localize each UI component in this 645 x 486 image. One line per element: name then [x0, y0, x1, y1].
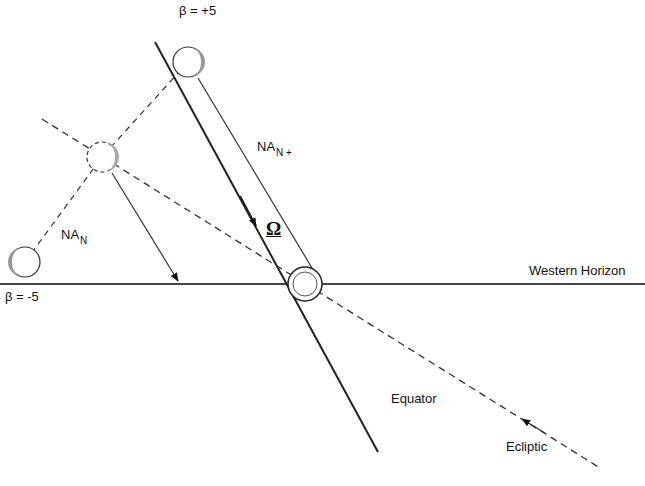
horizon-label: Western Horizon	[528, 264, 627, 278]
equator-label: Equator	[390, 392, 438, 406]
path-subscript: N +	[275, 147, 293, 158]
moon-symbol	[288, 267, 322, 301]
ecliptic-label: Ecliptic	[505, 440, 548, 454]
moon-symbol	[8, 247, 40, 277]
latitude-line	[25, 62, 188, 262]
path-label: NA	[256, 140, 276, 154]
ecliptic-arrow	[522, 419, 545, 433]
moon-symbol	[87, 142, 119, 172]
path-line	[198, 78, 312, 268]
path-label: NA	[60, 228, 80, 242]
equator-arrow	[240, 196, 256, 226]
node-symbol: Ω	[265, 219, 282, 240]
latitude-label: β = -5	[4, 290, 40, 304]
moon-symbol	[173, 47, 205, 77]
ecliptic-line	[42, 119, 600, 468]
path-subscript: N	[79, 235, 88, 246]
equator-line	[155, 42, 378, 452]
path-line	[112, 173, 178, 281]
latitude-label: β = +5	[178, 4, 217, 18]
